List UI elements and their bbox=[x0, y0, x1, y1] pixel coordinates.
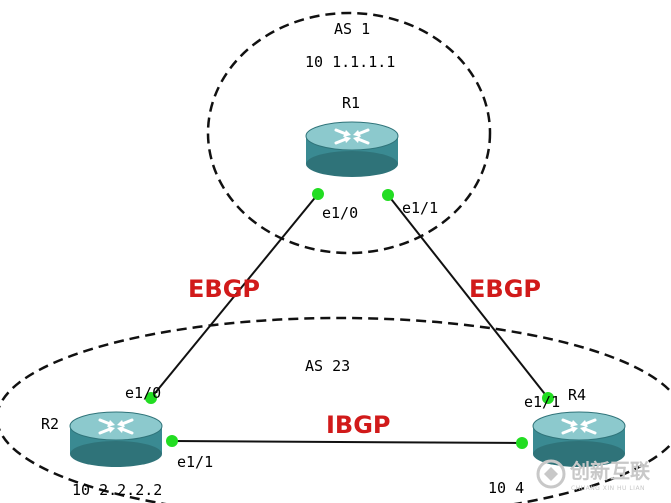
port-r4-e1-1 bbox=[542, 392, 554, 404]
r2-if-e1-0: e1/0 bbox=[125, 384, 161, 402]
r4-if-e1-1: e1/1 bbox=[524, 393, 560, 411]
link-r1-r4 bbox=[387, 194, 549, 399]
link-r1-r4-protocol: EBGP bbox=[469, 275, 541, 303]
link-r2-r4 bbox=[171, 440, 523, 444]
router-r2[interactable] bbox=[68, 410, 164, 469]
as23-boundary bbox=[0, 316, 671, 503]
port-r2-e1-1 bbox=[166, 435, 178, 447]
r1-name: R1 bbox=[342, 94, 360, 112]
r4-loopback: 10 4 bbox=[488, 479, 524, 497]
link-r2-r4-protocol: IBGP bbox=[326, 411, 391, 439]
port-r1-e1-0 bbox=[312, 188, 324, 200]
r1-if-e1-0: e1/0 bbox=[322, 204, 358, 222]
port-r2-e1-0 bbox=[145, 392, 157, 404]
r2-if-e1-1: e1/1 bbox=[177, 453, 213, 471]
watermark-logo: 创新互联 CHUANG XIN HU LIAN bbox=[536, 459, 650, 492]
r2-name: R2 bbox=[41, 415, 59, 433]
as1-label: AS 1 bbox=[334, 20, 370, 38]
link-r1-r2-protocol: EBGP bbox=[188, 275, 260, 303]
router-r1[interactable] bbox=[304, 120, 400, 179]
as1-boundary bbox=[206, 11, 492, 255]
port-r4-to-r2 bbox=[516, 437, 528, 449]
r2-loopback: 10 2.2.2.2 bbox=[72, 481, 162, 499]
r4-name: R4 bbox=[568, 386, 586, 404]
r1-loopback: 10 1.1.1.1 bbox=[305, 53, 395, 71]
watermark-text-en: CHUANG XIN HU LIAN bbox=[571, 485, 645, 492]
as23-label: AS 23 bbox=[305, 357, 350, 375]
watermark-text-cn: 创新互联 bbox=[569, 459, 650, 483]
port-r1-e1-1 bbox=[382, 189, 394, 201]
r1-if-e1-1: e1/1 bbox=[402, 199, 438, 217]
watermark-logo-icon bbox=[536, 459, 566, 489]
link-r1-r2 bbox=[150, 193, 319, 399]
